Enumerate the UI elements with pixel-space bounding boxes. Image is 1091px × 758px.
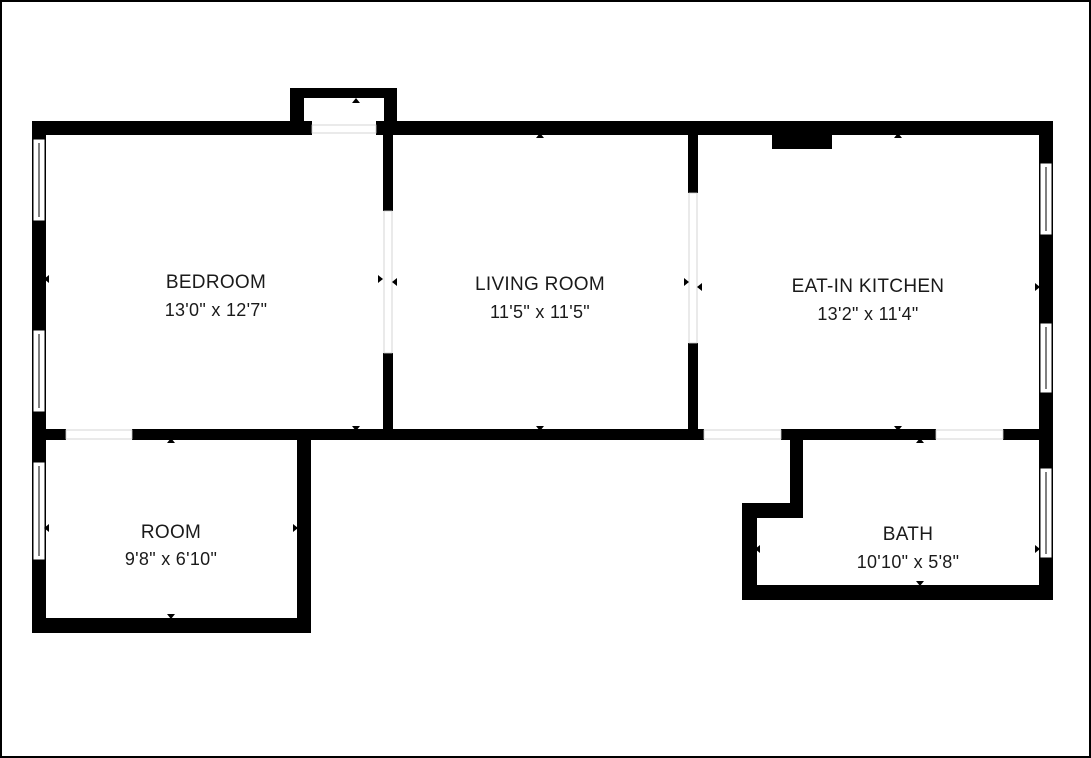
room-name: LIVING ROOM (475, 274, 605, 295)
room-name: EAT-IN KITCHEN (792, 276, 945, 297)
room-eat-in-kitchen: EAT-IN KITCHEN 13'2" x 11'4" (792, 276, 945, 324)
wall (297, 429, 311, 633)
room-name: BEDROOM (166, 272, 266, 293)
wall (688, 343, 698, 440)
wall (742, 503, 803, 518)
wall (790, 429, 803, 518)
wall (781, 429, 936, 440)
doorway (65, 429, 133, 440)
dimension-markers (44, 98, 1040, 619)
room-dimensions: 10'10" x 5'8" (857, 552, 960, 572)
room-living-room: LIVING ROOM 11'5" x 11'5" (475, 274, 605, 322)
room-dimensions: 9'8" x 6'10" (125, 549, 217, 569)
kitchen-counter (772, 133, 832, 149)
room-dimensions: 13'2" x 11'4" (817, 304, 918, 324)
wall (376, 121, 1053, 135)
room-bedroom: BEDROOM 13'0" x 12'7" (165, 272, 268, 320)
wall (383, 353, 393, 440)
wall (1003, 429, 1053, 440)
doorway (311, 124, 377, 134)
doorway (383, 210, 393, 354)
wall (688, 121, 698, 193)
doorway (688, 192, 698, 344)
doorway (703, 429, 782, 440)
wall (32, 429, 66, 440)
wall (742, 585, 1053, 600)
windows (32, 138, 1053, 561)
room-dimensions: 11'5" x 11'5" (490, 302, 590, 322)
doorway (935, 429, 1004, 440)
room-name: BATH (883, 524, 933, 545)
wall (383, 121, 393, 211)
room-name: ROOM (141, 522, 201, 543)
wall (32, 618, 311, 633)
wall (290, 88, 304, 135)
room-dimensions: 13'0" x 12'7" (165, 300, 268, 320)
wall (742, 503, 757, 600)
wall (32, 121, 312, 135)
wall (290, 88, 397, 98)
wall (132, 429, 704, 440)
room-bath: BATH 10'10" x 5'8" (857, 524, 960, 572)
room-room: ROOM 9'8" x 6'10" (125, 522, 217, 569)
